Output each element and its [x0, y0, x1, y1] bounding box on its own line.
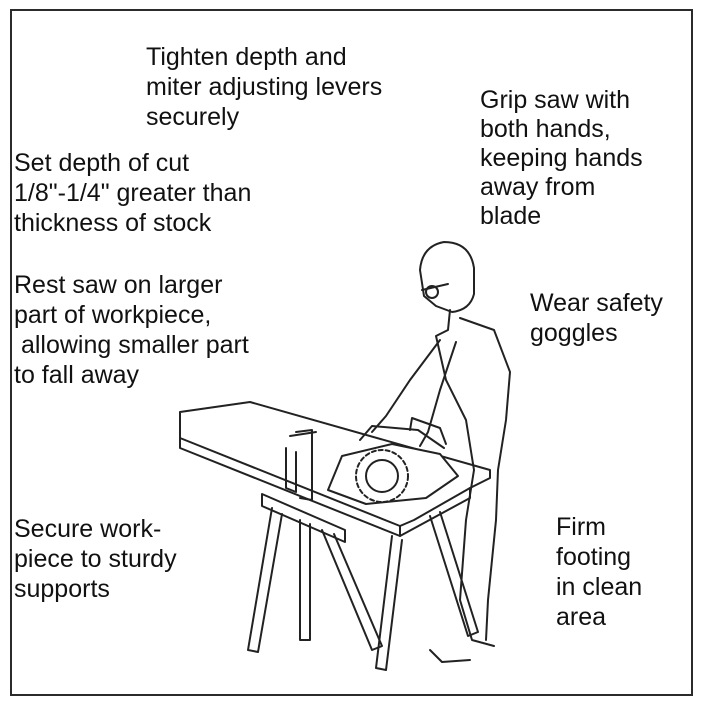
label-grip-saw: Grip saw with both hands, keeping hands … [480, 86, 643, 231]
label-safety-goggles: Wear safety goggles [530, 288, 663, 348]
label-firm-footing: Firm footing in clean area [556, 512, 642, 632]
label-line: Secure work- [14, 515, 162, 543]
label-line: 1/8"-1/4" greater than [14, 179, 252, 207]
label-line: Tighten depth and [146, 43, 347, 71]
operator-figure [371, 241, 511, 663]
label-line: Set depth of cut [14, 149, 190, 177]
label-line: piece to sturdy [14, 545, 177, 573]
sawhorse-left [247, 493, 383, 653]
label-line: securely [146, 103, 240, 131]
label-rest-saw: Rest saw on larger part of workpiece, al… [14, 270, 249, 390]
label-line: in clean [556, 573, 643, 601]
label-line: supports [14, 575, 110, 603]
label-line: goggles [530, 319, 618, 347]
label-secure-workpiece: Secure work- piece to sturdy supports [14, 514, 177, 604]
label-line: blade [480, 202, 542, 230]
label-line: allowing smaller part [14, 331, 249, 359]
label-line: keeping hands [480, 144, 643, 172]
label-line: Wear safety [530, 289, 663, 317]
label-line: Grip saw with [480, 86, 631, 114]
clamp [285, 429, 317, 501]
label-line: miter adjusting levers [146, 73, 383, 101]
label-line: away from [480, 173, 596, 201]
circular-saw [327, 417, 459, 505]
label-line: Firm [556, 513, 606, 541]
label-tighten-levers: Tighten depth and miter adjusting levers… [146, 42, 382, 132]
diagram-frame [10, 9, 693, 696]
sawhorse-right [375, 511, 479, 671]
label-set-depth: Set depth of cut 1/8"-1/4" greater than … [14, 148, 251, 238]
label-line: part of workpiece, [14, 301, 212, 329]
label-line: both hands, [480, 115, 611, 143]
label-line: footing [556, 543, 632, 571]
label-line: thickness of stock [14, 209, 212, 237]
label-line: to fall away [14, 361, 140, 389]
label-line: area [556, 603, 607, 631]
label-line: Rest saw on larger [14, 271, 223, 299]
